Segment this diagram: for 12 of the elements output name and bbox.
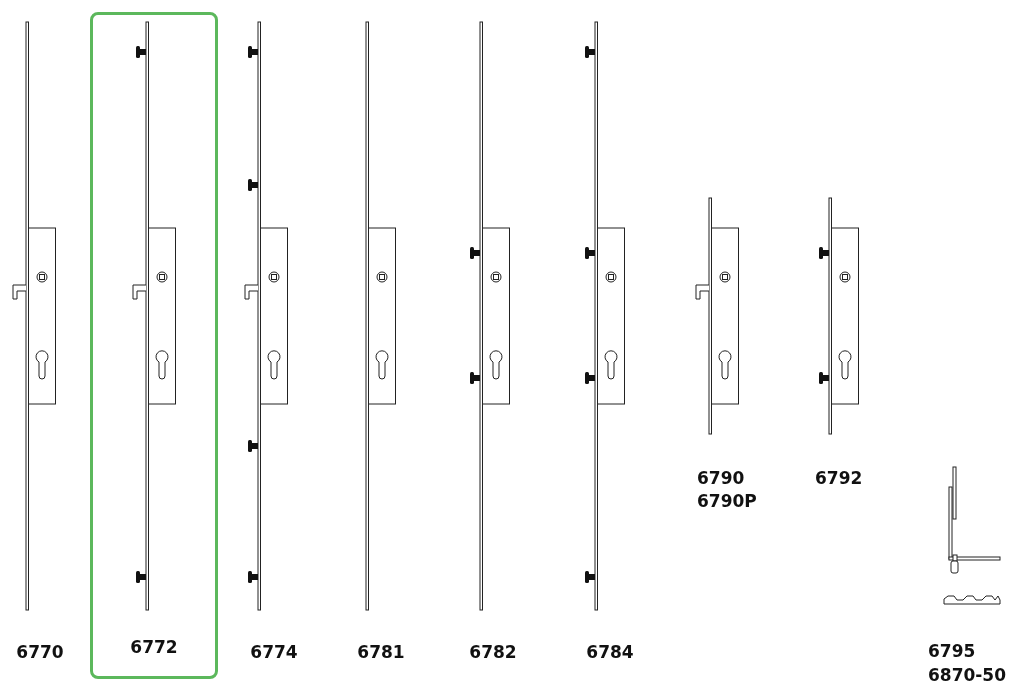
model-number: 6782: [469, 641, 517, 664]
model-number: 6772: [129, 635, 179, 659]
model-number: 6770: [16, 641, 64, 664]
model-number: 6781: [357, 641, 405, 664]
model-number: 6784: [586, 641, 634, 664]
model-number: 6790: [697, 467, 745, 490]
highlight-frame: [90, 12, 218, 679]
model-number: 6790P: [697, 490, 757, 513]
model-number: 6774: [250, 641, 298, 664]
model-number: 6795: [928, 640, 976, 663]
model-number: 6792: [815, 467, 863, 490]
model-number: 6870-50: [928, 664, 1007, 687]
